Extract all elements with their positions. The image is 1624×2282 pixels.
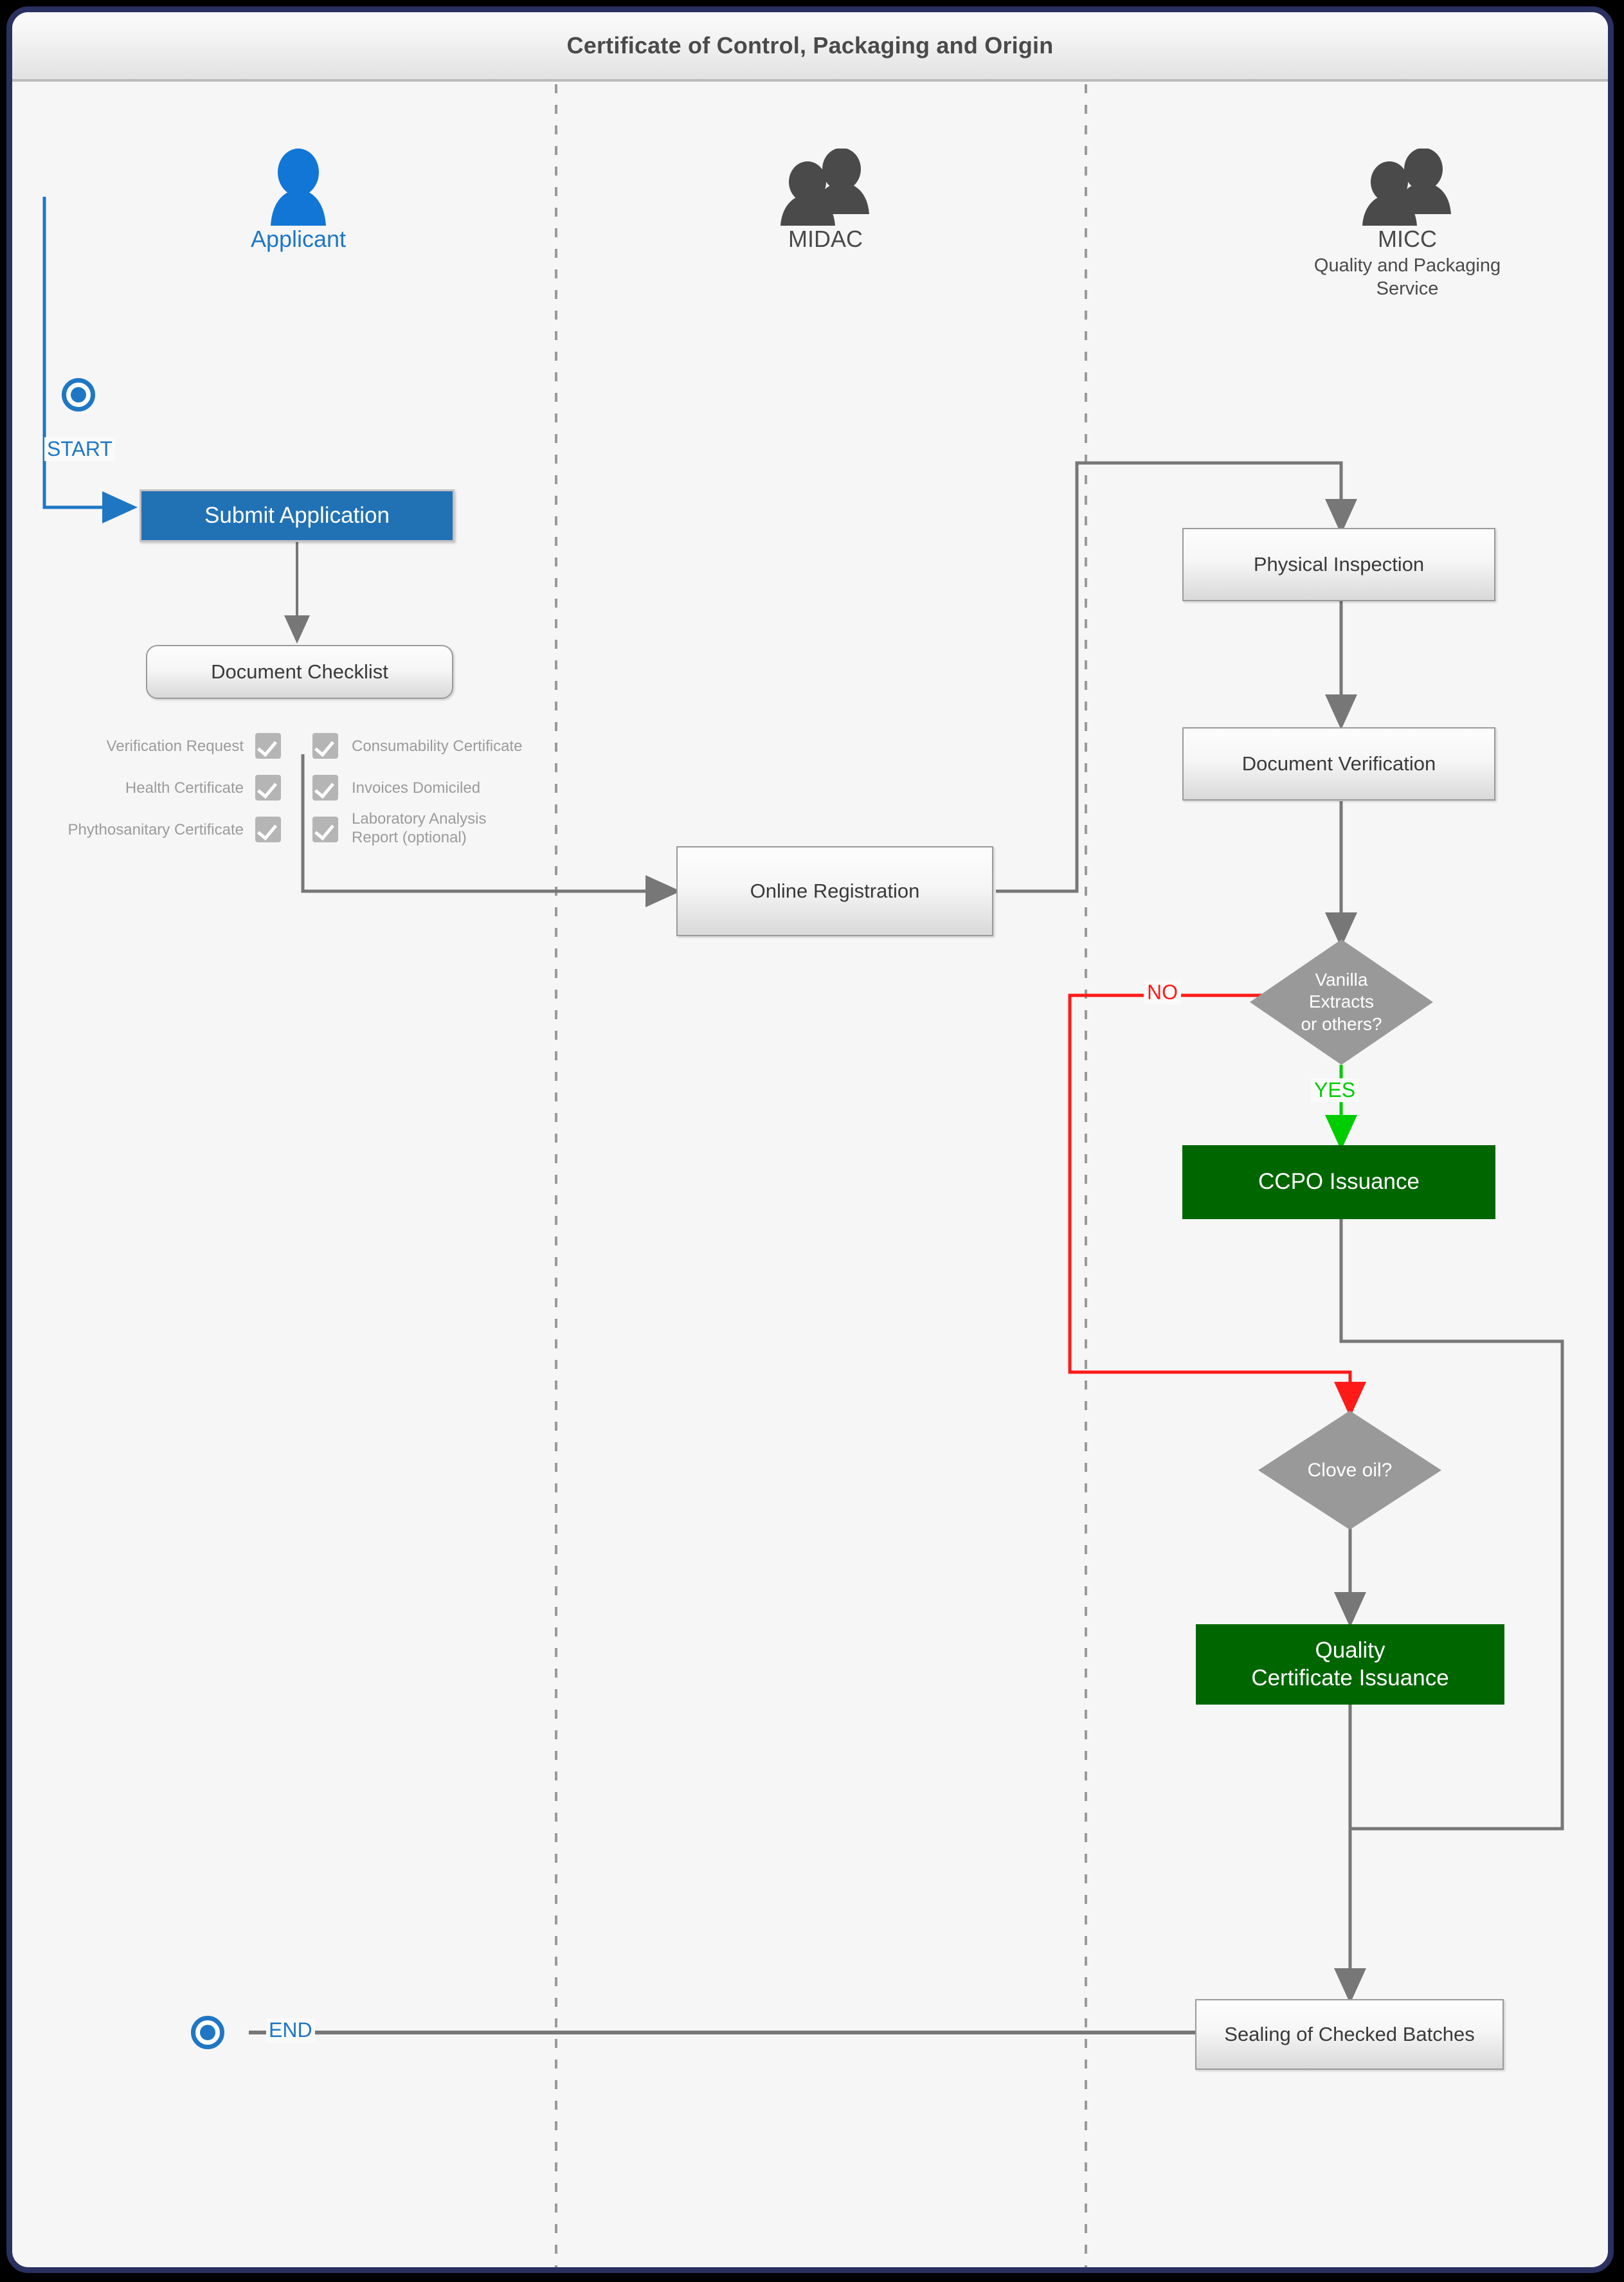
diagram-canvas: Applicant MIDAC MICC Quality and Packagi… [12, 84, 1608, 2267]
checkbox-checked-icon[interactable] [255, 817, 281, 842]
connector-layer [42, 84, 1564, 2267]
checklist-item-label: Phythosanitary Certificate [68, 821, 244, 838]
checkbox-checked-icon[interactable] [312, 733, 338, 759]
node-ccpo-issuance[interactable]: CCPO Issuance [1182, 1145, 1495, 1219]
lane-title-micc: MICC [1378, 226, 1437, 252]
node-vanilla-decision[interactable]: Vanilla Extracts or others? [1250, 939, 1433, 1065]
lane-title-midac: MIDAC [788, 226, 863, 252]
node-label: Document Verification [1241, 752, 1436, 775]
window-titlebar: Certificate of Control, Packaging and Or… [12, 12, 1608, 82]
end-terminal[interactable] [191, 2016, 224, 2049]
checklist-item-label: Verification Request [106, 738, 244, 755]
edge-ccpo-bypass-to-sealing [1339, 1204, 1564, 1831]
checkbox-checked-icon[interactable] [255, 775, 281, 801]
checkbox-checked-icon[interactable] [312, 817, 338, 842]
node-quality-certificate-issuance[interactable]: Quality Certificate Issuance [1196, 1624, 1504, 1705]
node-label: Clove oil? [1307, 1459, 1393, 1481]
node-online-registration[interactable]: Online Registration [676, 846, 993, 936]
lane-subtitle-micc: Quality and Packaging Service [1313, 255, 1501, 300]
edge-vanilla-no-to-clove [1068, 993, 1366, 1417]
page-title: Certificate of Control, Packaging and Or… [566, 32, 1054, 59]
node-document-checklist[interactable]: Document Checklist [146, 645, 453, 699]
lane-header-applicant: Applicant [173, 149, 424, 253]
end-node-icon [191, 2016, 224, 2049]
checklist-item-label: Health Certificate [125, 779, 244, 797]
checklist-item-label: Invoices Domiciled [352, 779, 481, 797]
checklist-item-label: Laboratory Analysis Report (optional) [352, 810, 487, 847]
start-terminal[interactable] [62, 378, 95, 412]
start-label: START [44, 437, 115, 461]
group-people-icon [780, 149, 869, 226]
checkbox-checked-icon[interactable] [312, 775, 338, 801]
lane-title-applicant: Applicant [250, 226, 347, 252]
lane-header-micc: MICC Quality and Packaging Service [1272, 149, 1542, 301]
checkbox-checked-icon[interactable] [255, 733, 281, 759]
edge-label-yes: YES [1311, 1078, 1359, 1102]
edge-start-to-submit [42, 197, 138, 523]
node-clove-decision[interactable]: Clove oil? [1258, 1411, 1441, 1530]
edge-label-no: NO [1144, 981, 1181, 1004]
edge-online-to-physical [996, 461, 1357, 893]
node-sealing-of-checked-batches[interactable]: Sealing of Checked Batches [1195, 1999, 1504, 2070]
node-label: Submit Application [204, 502, 390, 528]
node-document-verification[interactable]: Document Verification [1182, 727, 1495, 801]
node-label: Sealing of Checked Batches [1224, 2023, 1475, 2046]
checklist-item-label: Consumability Certificate [352, 738, 523, 755]
node-label: CCPO Issuance [1258, 1169, 1420, 1195]
start-node-icon [62, 378, 95, 412]
single-person-icon [271, 149, 326, 226]
diagram-window: Certificate of Control, Packaging and Or… [6, 6, 1614, 2273]
node-label: Online Registration [750, 880, 920, 903]
end-label: END [266, 2018, 315, 2042]
node-label: Quality Certificate Issuance [1251, 1637, 1449, 1690]
node-physical-inspection[interactable]: Physical Inspection [1182, 528, 1495, 601]
group-people-icon [1362, 149, 1451, 226]
node-label: Document Checklist [211, 660, 388, 684]
lane-header-midac: MIDAC [700, 149, 951, 253]
node-label: Vanilla Extracts or others? [1301, 970, 1382, 1034]
edge-checklist-to-online [301, 754, 681, 907]
node-submit-application[interactable]: Submit Application [140, 489, 455, 542]
node-label: Physical Inspection [1253, 553, 1425, 576]
